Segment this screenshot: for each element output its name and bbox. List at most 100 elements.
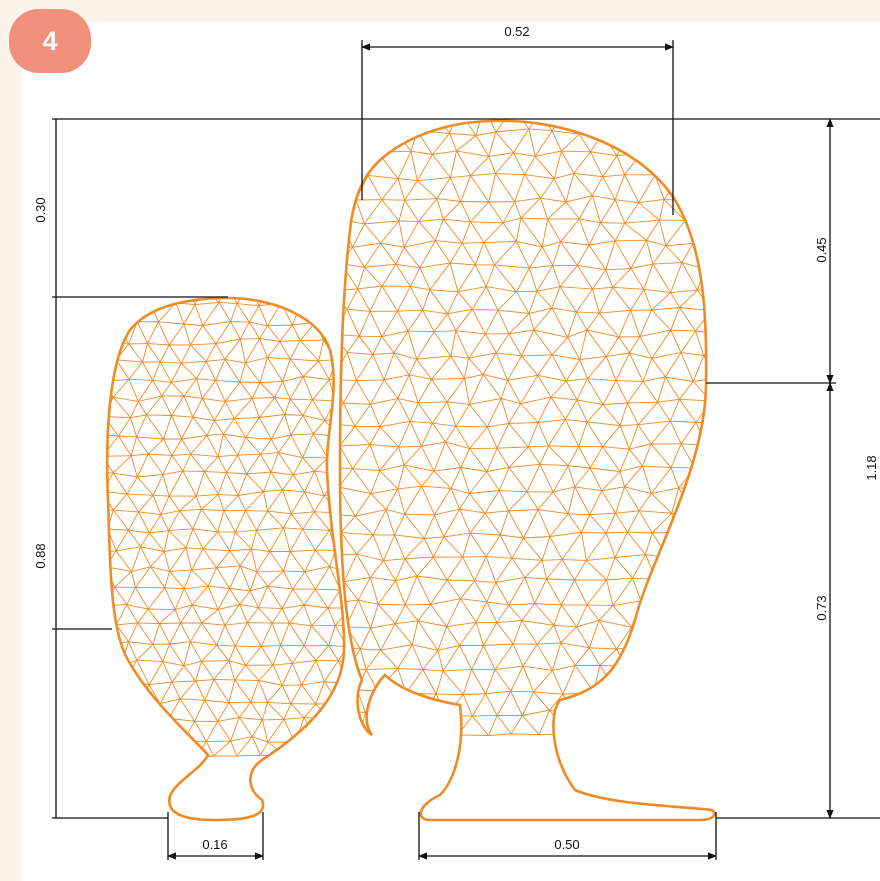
mesh-edge (312, 433, 328, 459)
mesh-edge (562, 665, 576, 695)
mesh-edge (551, 307, 569, 338)
mesh-edge (130, 414, 147, 419)
mesh-edge (553, 625, 562, 643)
mesh-edge (619, 425, 630, 450)
mesh-edge (483, 622, 498, 646)
mesh-edge (437, 650, 444, 672)
mesh-edge (245, 362, 261, 383)
mesh-edge (710, 288, 715, 311)
mesh-edge (152, 644, 164, 662)
mesh-edge (138, 511, 161, 516)
mesh-edge (168, 510, 180, 531)
mesh-edge (589, 446, 604, 469)
mesh-edge (733, 622, 762, 625)
mesh-edge (615, 199, 639, 204)
mesh-edge (183, 395, 194, 418)
mesh-edge (709, 131, 715, 159)
mesh-edge (564, 419, 580, 447)
mesh-edge (352, 242, 381, 248)
mesh-edge (457, 286, 487, 293)
mesh-edge (164, 587, 185, 590)
mesh-edge (267, 357, 291, 360)
mesh-edge (159, 681, 173, 704)
mesh-edge (356, 534, 374, 555)
mesh-edge (381, 285, 398, 312)
mesh-edge (416, 575, 448, 581)
mesh-edge (124, 300, 150, 303)
mesh-edge (734, 509, 749, 532)
mesh-edge (520, 375, 539, 404)
mesh-edge (347, 759, 368, 761)
mesh-edge (538, 509, 569, 515)
mesh-edge (522, 665, 553, 671)
mesh-edge (357, 599, 372, 629)
mesh-edge (164, 571, 171, 588)
mesh-edge (696, 173, 704, 202)
mesh-edge (615, 486, 626, 514)
mesh-edge (605, 269, 614, 288)
mesh-edge (126, 476, 138, 495)
mesh-edge (651, 352, 682, 359)
mesh-edge (449, 177, 462, 202)
mesh-edge (252, 736, 268, 743)
mesh-edge (337, 703, 345, 721)
mesh-edge (705, 421, 715, 446)
mesh-edge (665, 242, 694, 247)
mesh-edge (729, 221, 750, 246)
mesh-edge (130, 417, 137, 438)
mesh-edge (694, 514, 707, 539)
mesh-edge (217, 702, 230, 722)
mesh-edge (471, 286, 487, 310)
mesh-edge (471, 669, 486, 695)
mesh-edge (168, 323, 185, 346)
mesh-edge (435, 240, 463, 244)
mesh-edge (182, 454, 192, 472)
mesh-edge (640, 666, 658, 690)
mesh-edge (325, 755, 345, 760)
mesh-edge (749, 710, 759, 738)
mesh-edge (235, 529, 257, 533)
mesh-edge (561, 133, 580, 152)
mesh-edge (216, 644, 230, 661)
mesh-edge (226, 472, 247, 475)
mesh-edge (346, 669, 367, 671)
mesh-edge (206, 721, 219, 742)
mesh-edge (521, 329, 535, 357)
mesh-edge (697, 580, 709, 601)
mesh-edge (550, 396, 566, 420)
mesh-edge (281, 301, 302, 304)
mesh-edge (267, 325, 281, 342)
mesh-edge (261, 644, 281, 648)
mesh-edge (416, 575, 431, 605)
mesh-edge (468, 357, 484, 375)
mesh-edge (349, 680, 368, 685)
mesh-edge (148, 661, 164, 685)
mesh-edge (215, 380, 226, 402)
mesh-edge (311, 298, 328, 302)
mesh-edge (257, 586, 269, 608)
mesh-edge (404, 198, 437, 201)
mesh-edge (589, 647, 617, 650)
mesh-edge (462, 669, 473, 695)
mesh-edge (513, 152, 526, 175)
mesh-edge (455, 330, 486, 335)
mesh-edge (397, 286, 411, 312)
mesh-edge (340, 457, 345, 474)
mesh-edge (189, 622, 203, 642)
mesh-edge (586, 604, 600, 621)
mesh-edge (670, 289, 698, 294)
mesh-edge (717, 221, 729, 240)
mesh-edge (614, 174, 626, 200)
mesh-edge (398, 446, 405, 466)
mesh-edge (434, 508, 460, 516)
mesh-edge (573, 172, 603, 178)
mesh-edge (201, 508, 224, 512)
mesh-edge (239, 603, 259, 609)
mesh-edge (370, 623, 396, 629)
mesh-edge (270, 471, 283, 491)
mesh-edge (349, 703, 356, 721)
mesh-edge (147, 343, 161, 363)
mesh-edge (744, 538, 756, 554)
mesh-edge (659, 219, 667, 246)
mesh-edge (216, 565, 241, 569)
